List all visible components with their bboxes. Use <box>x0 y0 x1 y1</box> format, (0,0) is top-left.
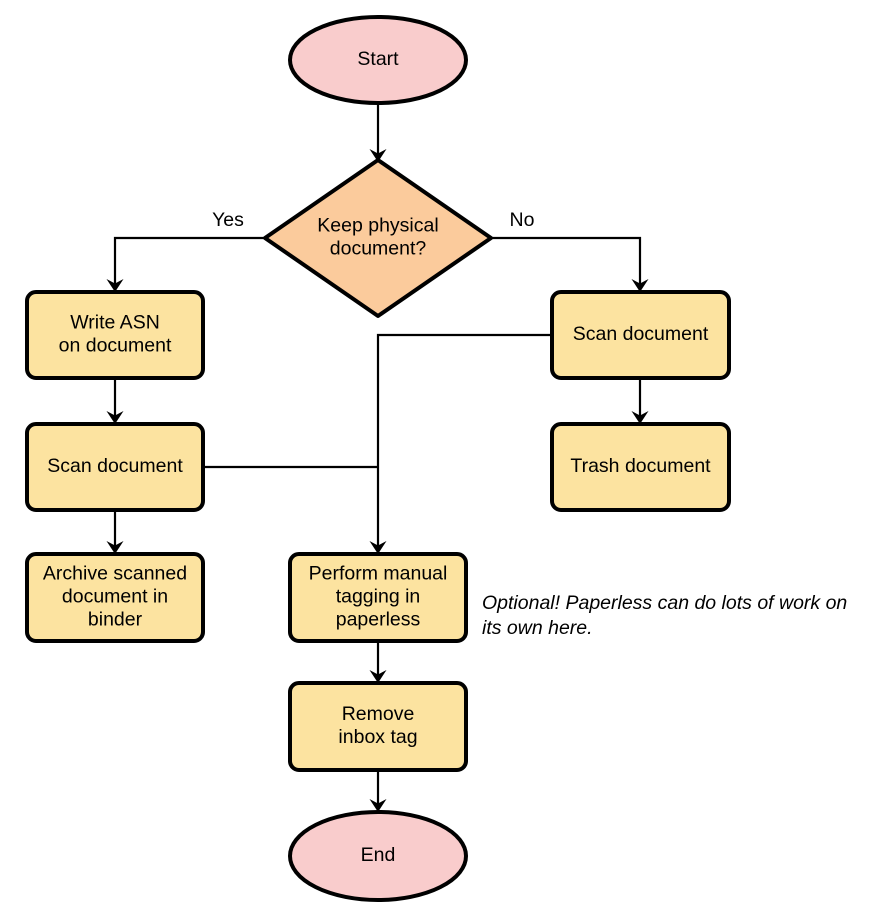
edge-remove-inbox-tag-to-end <box>369 770 387 812</box>
node-label: Scan document <box>573 323 709 345</box>
arrow-head-icon <box>106 541 124 554</box>
node-label: End <box>361 844 396 866</box>
edge-start-to-decision <box>369 103 387 162</box>
edge-scan-left-to-archive <box>106 510 124 554</box>
process-shape[interactable] <box>25 552 205 643</box>
edge-label-decision-yes-to-write-asn: Yes <box>212 209 244 231</box>
node-scan-document-left[interactable]: Scan document <box>25 422 205 512</box>
edges-layer: Yes No <box>106 103 649 812</box>
edge-label-decision-no-to-scan-right: No <box>510 209 535 231</box>
arrow-head-icon <box>631 279 649 292</box>
edge-path <box>491 236 642 286</box>
process-shape[interactable] <box>550 422 731 512</box>
node-start[interactable]: Start <box>288 15 468 105</box>
edge-scan-right-to-trash <box>631 378 649 424</box>
process-shape[interactable] <box>288 552 468 643</box>
annotation-optional-note: Optional! Paperless can do lots of work … <box>482 592 847 639</box>
arrow-head-icon <box>369 670 387 683</box>
annotations-layer: Optional! Paperless can do lots of work … <box>482 592 847 639</box>
edge-manual-tagging-to-remove-inbox-tag <box>369 641 387 683</box>
node-trash-document[interactable]: Trash document <box>550 422 731 512</box>
edge-decision-no-to-scan-right: No <box>491 209 649 292</box>
edge-path <box>376 333 552 548</box>
edge-decision-yes-to-write-asn: Yes <box>106 209 265 292</box>
node-label: Trash document <box>570 455 711 477</box>
process-shape[interactable] <box>550 290 731 380</box>
arrow-head-icon <box>369 541 387 554</box>
arrow-head-icon <box>106 279 124 292</box>
node-label: Scan document <box>47 455 183 477</box>
edge-scan-right-to-manual-tagging <box>369 333 552 554</box>
edge-path <box>113 236 265 286</box>
arrow-head-icon <box>631 411 649 424</box>
process-shape[interactable] <box>25 422 205 512</box>
process-shape[interactable] <box>25 290 205 380</box>
edge-write-asn-to-scan-left <box>106 378 124 424</box>
node-scan-document-right[interactable]: Scan document <box>550 290 731 380</box>
decision-shape[interactable] <box>263 158 493 318</box>
arrow-head-icon <box>106 411 124 424</box>
arrow-head-icon <box>369 799 387 812</box>
process-shape[interactable] <box>288 681 468 772</box>
node-end[interactable]: End <box>288 810 468 902</box>
arrow-head-icon <box>369 149 387 162</box>
terminator-shape[interactable] <box>288 15 468 105</box>
terminator-shape[interactable] <box>288 810 468 902</box>
node-label: Start <box>357 48 399 70</box>
